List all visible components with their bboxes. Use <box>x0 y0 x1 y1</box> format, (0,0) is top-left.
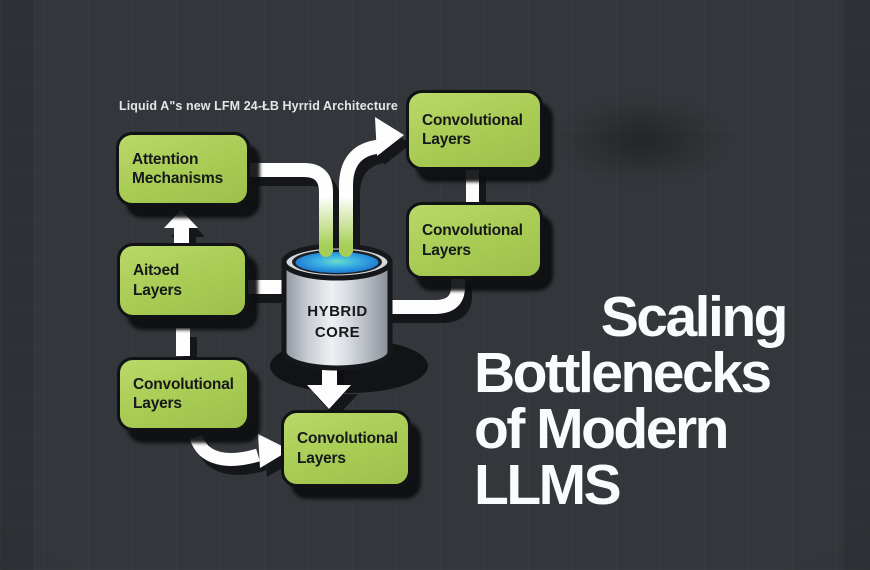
box-label: Aitɔed Layers <box>133 262 182 299</box>
connector-core-to-mid-right-box <box>384 276 465 314</box>
main-title: Scaling Bottlenecks of Modern LLMS <box>474 285 789 517</box>
title-line-3: of Modern <box>474 397 729 461</box>
box-label: Convolutional Layers <box>422 111 523 148</box>
caption-text: Liquid A"s new LFM 24-ŁB Hyrrid Architec… <box>119 99 398 113</box>
arrow-up-aitxed-to-attention <box>164 210 198 243</box>
box-label: Convolutional Layers <box>422 222 523 259</box>
title-line-4: LLMS <box>474 453 622 517</box>
box-convolutional-layers-mid-right: Convolutional Layers <box>406 202 543 279</box>
box-convolutional-layers-bottom: Convolutional Layers <box>281 410 411 487</box>
connector-aitxed-to-conv-left <box>176 328 190 356</box>
box-convolutional-layers-left: Convolutional Layers <box>117 357 250 431</box>
box-label: Attention Mechanisms <box>132 150 224 187</box>
arrowhead-to-top-right-box <box>375 117 404 156</box>
cylinder-body <box>281 259 393 371</box>
right-edge-strip <box>843 0 870 570</box>
connector-right-boxes <box>466 168 479 204</box>
core-tubes <box>250 117 404 257</box>
title-line-2: Bottlenecks <box>474 341 772 405</box>
box-aitxed-layers: Aitɔed Layers <box>117 243 248 318</box>
box-label: Convolutional Layers <box>297 430 398 467</box>
box-convolutional-layers-top-right: Convolutional Layers <box>406 90 543 170</box>
hybrid-core-cylinder <box>281 243 393 371</box>
box-label: Convolutional Layers <box>133 375 234 412</box>
hybrid-core-label: HYBRID CORE <box>307 303 368 341</box>
left-edge-strip <box>0 0 34 570</box>
cylinder-liquid <box>295 252 379 273</box>
arrow-conv-left-to-conv-bottom <box>189 434 290 468</box>
tube-to-top-right-box <box>339 139 382 252</box>
title-line-1: Scaling <box>600 285 789 349</box>
box-attention-mechanisms: Attention Mechanisms <box>116 132 250 206</box>
